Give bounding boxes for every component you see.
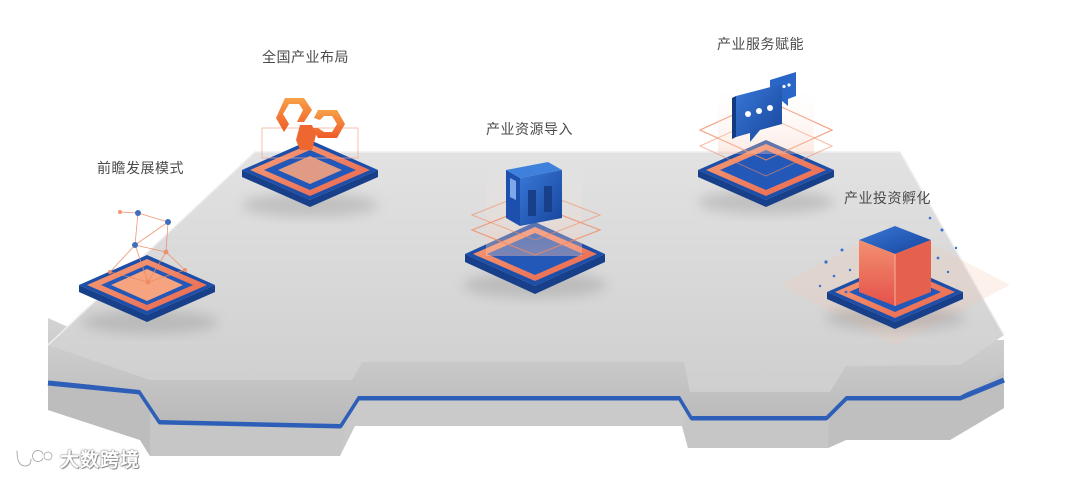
watermark-text: 大数跨境 xyxy=(60,445,140,472)
watermark: 大数跨境 xyxy=(14,444,140,472)
cube-icon xyxy=(859,226,931,306)
label-services: 产业服务赋能 xyxy=(717,34,804,54)
node-layout xyxy=(242,98,378,217)
label-resources: 产业资源导入 xyxy=(486,119,573,139)
logo-icon xyxy=(14,446,54,470)
label-layout: 全国产业布局 xyxy=(262,47,349,67)
label-frontier: 前瞻发展模式 xyxy=(97,158,184,178)
shop-building-icon xyxy=(506,162,562,226)
label-incubation: 产业投资孵化 xyxy=(844,188,931,208)
chain-link-icon xyxy=(276,98,345,150)
